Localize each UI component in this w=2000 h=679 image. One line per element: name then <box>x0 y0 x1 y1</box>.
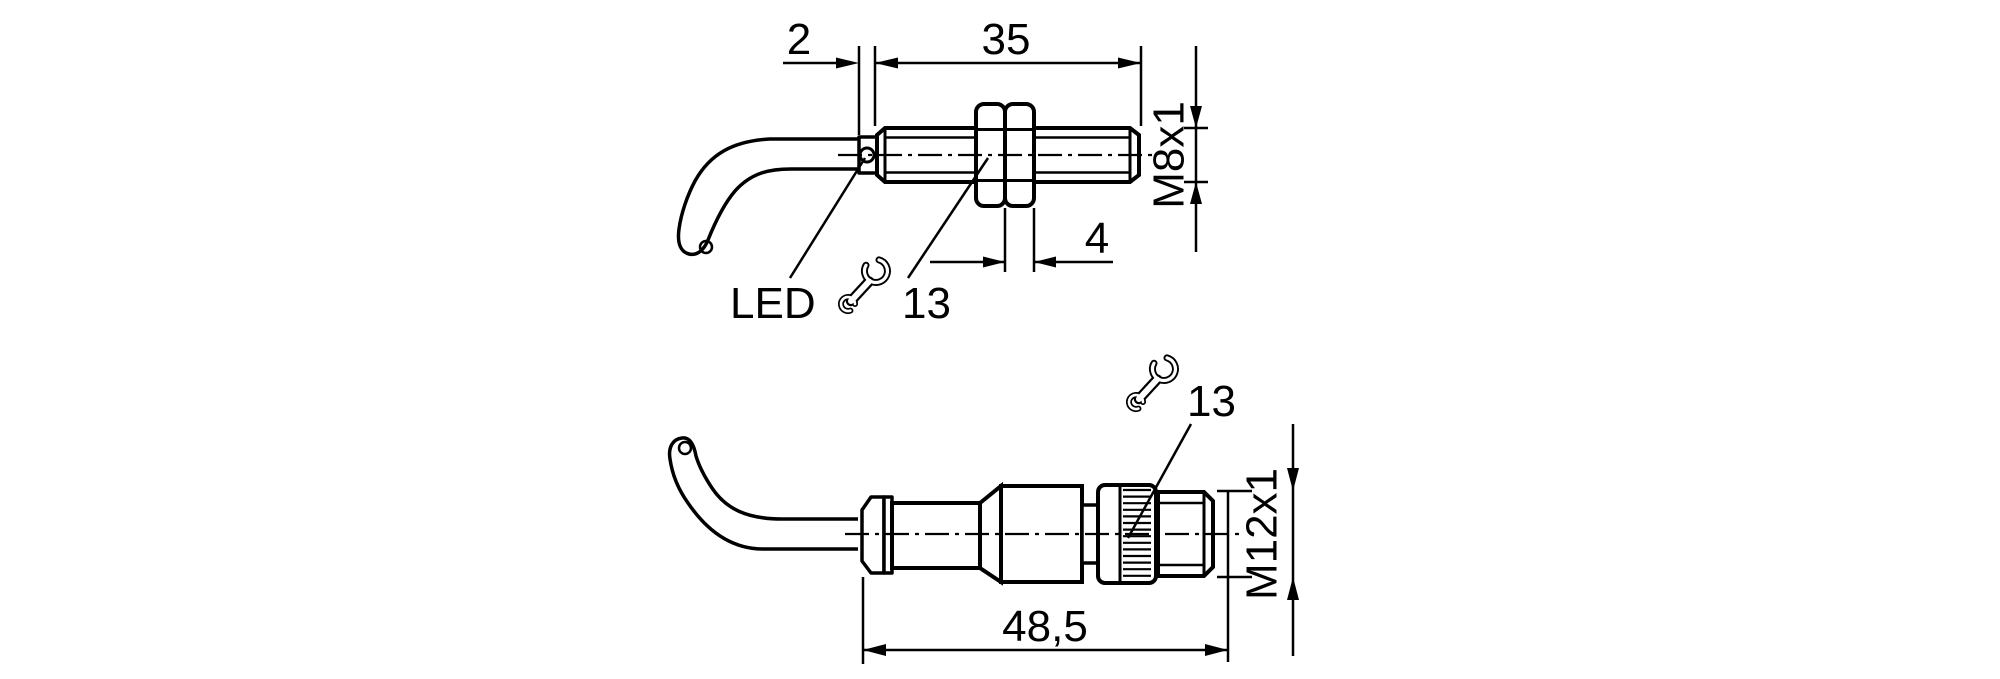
dim-label-thread-length: 35 <box>982 15 1031 64</box>
m8-arrow-top <box>1190 106 1202 128</box>
top-view: 2 35 M8x1 4 LED 13 <box>676 15 1208 328</box>
dim-label-m8-thread: M8x1 <box>1145 101 1194 209</box>
bottom-view: M12x1 48,5 13 <box>667 358 1299 664</box>
dim-35-arrow-right <box>1118 57 1141 69</box>
wrench-size-label-bottom: 13 <box>1187 377 1236 426</box>
knurl-texture <box>1123 488 1151 577</box>
cable-wire-end <box>698 239 714 255</box>
dim-label-m12-thread: M12x1 <box>1238 468 1287 600</box>
dim-2-arrow <box>836 57 859 69</box>
cable <box>667 436 858 551</box>
dim-485-arrow-right <box>1205 644 1228 656</box>
wrench-leader-line-top <box>906 157 990 279</box>
barrel-cylinder <box>890 501 982 570</box>
m12-tick-lines <box>1217 489 1252 579</box>
dim-4-arrow-left <box>983 256 1005 268</box>
dim-label-cable-gap: 2 <box>787 15 811 64</box>
nut-chamfer-lines <box>977 128 1033 182</box>
wrench-icon <box>841 260 887 311</box>
cable-wire-end <box>677 440 693 456</box>
dim-485-arrow-left <box>863 644 886 656</box>
dim-4-extension-lines <box>1003 208 1036 272</box>
m12-arrow-top <box>1287 468 1299 491</box>
wrench-icon <box>1129 358 1175 409</box>
m12-arrow-bottom <box>1287 577 1299 600</box>
top-extension-lines <box>857 46 1143 135</box>
wrench-size-label-top: 13 <box>902 279 951 328</box>
dim-label-overall-length: 48,5 <box>1002 602 1088 651</box>
m12-minor-lines <box>1158 501 1204 567</box>
dim-35-arrow-left <box>875 57 898 69</box>
wrench-leader-line-bottom <box>1126 423 1193 539</box>
cable <box>676 137 859 257</box>
led-leader-line <box>788 157 867 279</box>
m8-arrow-bottom <box>1190 182 1202 204</box>
dim-label-nut-thickness: 4 <box>1085 214 1109 263</box>
led-label: LED <box>730 279 816 328</box>
dim-4-arrow-right <box>1034 256 1056 268</box>
